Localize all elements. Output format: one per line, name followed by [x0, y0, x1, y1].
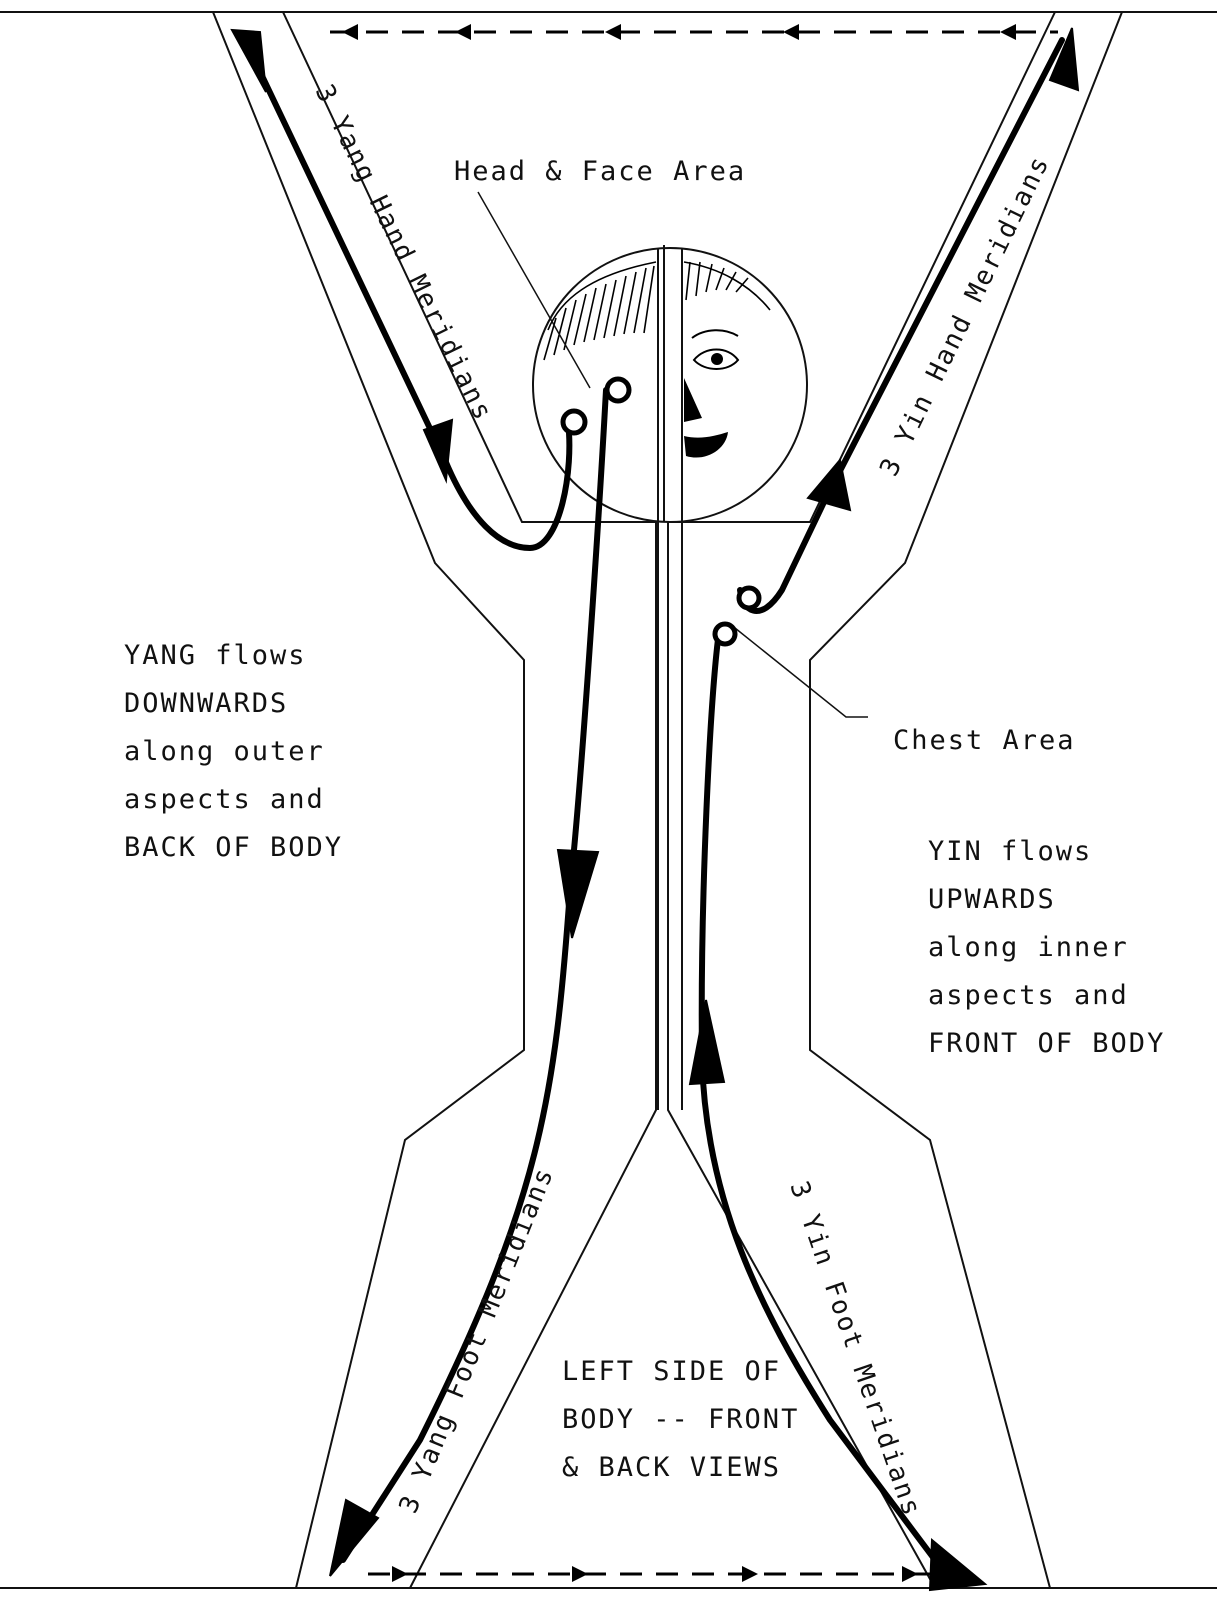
yang-note: YANG flows DOWNWARDS along outer aspects…	[124, 640, 343, 863]
yin-foot-bottom-arrowhead	[930, 1540, 985, 1590]
mouth	[684, 432, 728, 458]
chest-point-ring-upper	[739, 588, 759, 608]
svg-text:& BACK VIEWS: & BACK VIEWS	[562, 1452, 781, 1483]
bottom-note: LEFT SIDE OF BODY -- FRONT & BACK VIEWS	[562, 1356, 799, 1483]
yin-foot-meridians-label: 3 Yin Foot Meridians	[783, 1178, 926, 1522]
head-face-leader	[478, 192, 590, 388]
yang-hand-mid-arrowhead	[424, 420, 452, 480]
svg-text:aspects and: aspects and	[124, 784, 325, 815]
svg-text:aspects and: aspects and	[928, 980, 1129, 1011]
yang-hand-top-arrowhead	[232, 30, 266, 92]
chest-point-ring-lower	[715, 624, 735, 644]
svg-text:LEFT SIDE OF: LEFT SIDE OF	[562, 1356, 781, 1387]
yang-foot-meridians-label: 3 Yang Foot Meridians	[394, 1163, 561, 1518]
head	[533, 245, 807, 1110]
svg-text:BODY -- FRONT: BODY -- FRONT	[562, 1404, 799, 1435]
yin-foot-mid-arrowhead	[690, 1000, 724, 1084]
svg-text:FRONT OF BODY: FRONT OF BODY	[928, 1028, 1165, 1059]
svg-text:UPWARDS: UPWARDS	[928, 884, 1056, 915]
svg-text:BACK OF BODY: BACK OF BODY	[124, 832, 343, 863]
svg-text:DOWNWARDS: DOWNWARDS	[124, 688, 288, 719]
head-point-ring-right	[607, 379, 629, 401]
chest-leader	[735, 628, 868, 717]
hair-front-view	[684, 262, 770, 310]
chest-label: Chest Area	[893, 725, 1076, 756]
yin-foot-flow-line	[702, 631, 950, 1580]
face-features	[684, 330, 738, 457]
head-point-ring-left	[563, 411, 585, 433]
svg-text:along outer: along outer	[124, 736, 325, 767]
svg-text:along inner: along inner	[928, 932, 1129, 963]
yang-foot-mid-arrowhead	[558, 850, 598, 938]
yin-note: YIN flows UPWARDS along inner aspects an…	[928, 836, 1165, 1059]
eye-pupil	[711, 353, 723, 365]
hair-back-view	[544, 262, 656, 360]
nose	[684, 378, 702, 422]
svg-text:YIN flows: YIN flows	[928, 836, 1092, 867]
head-face-label: Head & Face Area	[454, 156, 746, 187]
yin-hand-flow-line	[740, 40, 1062, 611]
eyebrow	[692, 330, 738, 338]
head-circle	[533, 248, 807, 522]
svg-text:YANG flows: YANG flows	[124, 640, 307, 671]
